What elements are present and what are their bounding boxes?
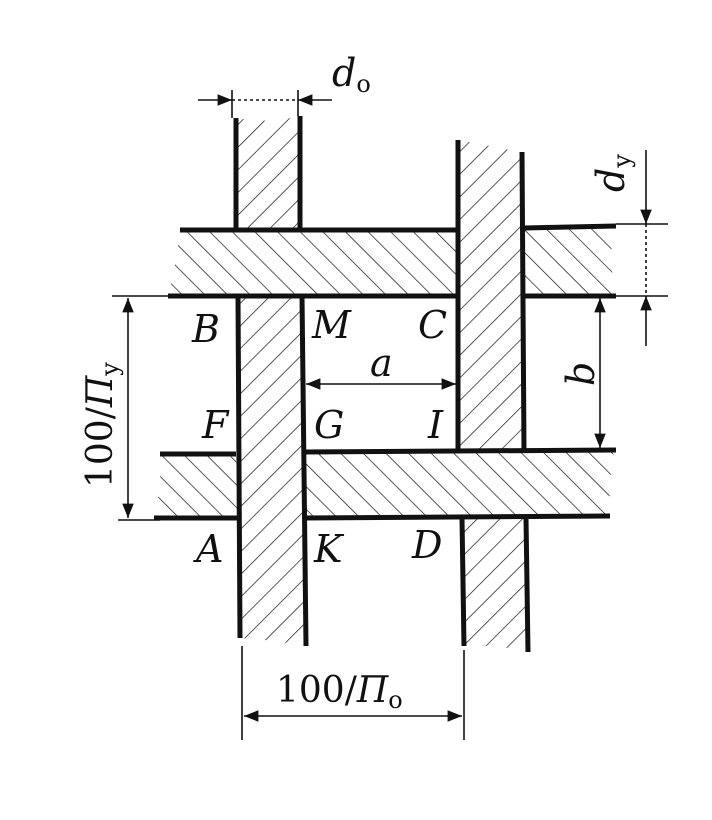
- warp-spacing-label: 100/Πo: [276, 670, 403, 714]
- gap-b-label: b: [559, 362, 603, 386]
- weft-diameter-label: dy: [589, 154, 636, 192]
- weft-spacing-label: 100/Πy: [80, 362, 124, 488]
- warp-thread-2-top: [458, 140, 524, 452]
- weft-spacing-dimension: [112, 295, 168, 521]
- warp-diameter-label: do: [332, 51, 371, 98]
- point-label-F: F: [201, 403, 230, 447]
- warp-thread-1-top: [233, 116, 303, 228]
- weft-thread-top: [168, 223, 617, 299]
- point-label-A: A: [193, 527, 223, 571]
- point-label-G: G: [314, 403, 344, 447]
- weft-diameter-dimension: [616, 150, 668, 346]
- gap-a-label: a: [370, 341, 393, 385]
- weft-thread-bottom: [154, 447, 617, 521]
- warp-diameter-dimension: [198, 90, 332, 118]
- warp-thread-1-main: [235, 295, 309, 647]
- warp-spacing-dimension: [241, 646, 465, 740]
- warp-thread-2-bottom: [459, 517, 531, 653]
- point-label-K: K: [313, 527, 345, 571]
- point-label-B: B: [191, 307, 220, 351]
- point-label-M: M: [311, 303, 352, 347]
- point-label-C: C: [418, 303, 447, 347]
- point-label-I: I: [427, 403, 444, 447]
- point-label-D: D: [411, 523, 442, 567]
